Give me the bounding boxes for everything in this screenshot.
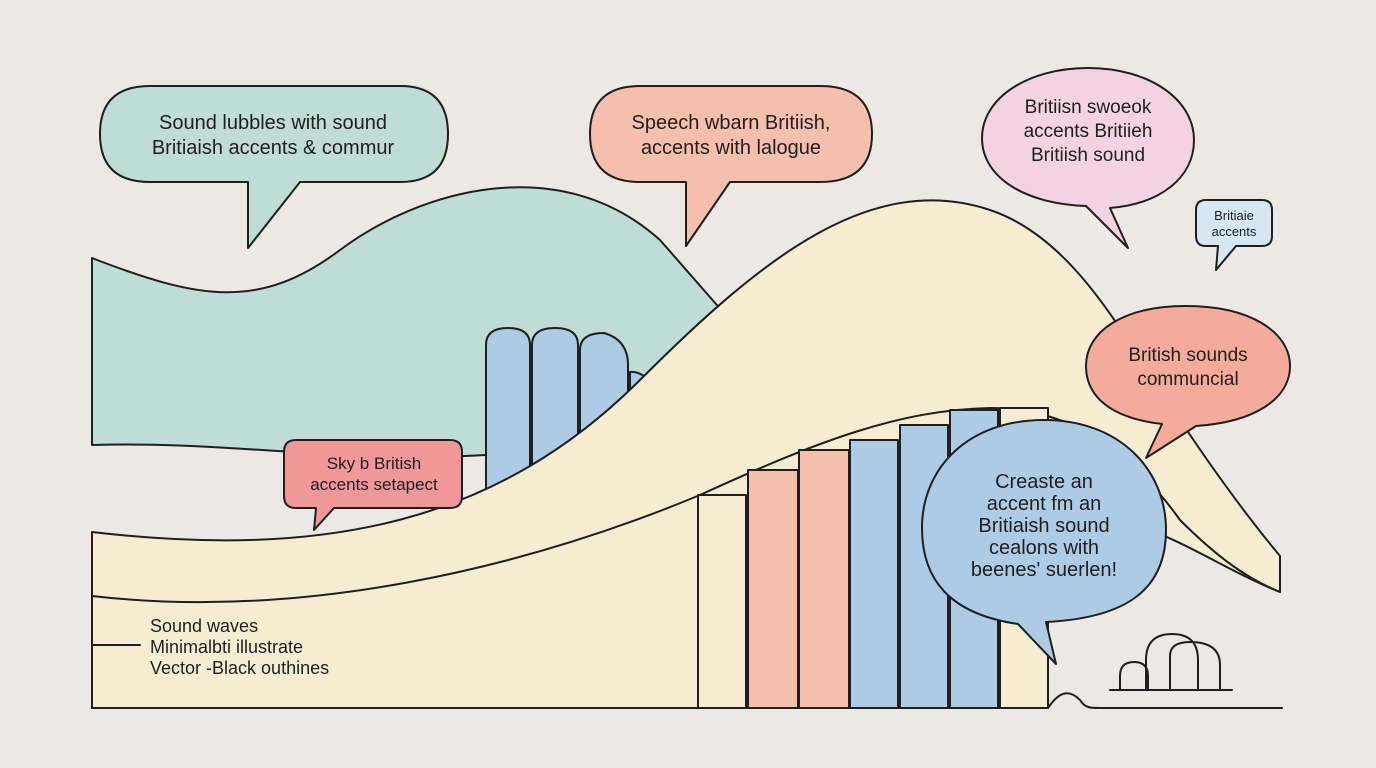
- legend-line-2: Minimalbti illustrate: [150, 637, 304, 657]
- arches-icon: [1109, 633, 1233, 691]
- salmon-bars: [747, 449, 850, 709]
- bubble-text-line: Britiisn swoeok: [1024, 97, 1152, 119]
- bubble-text-line: Britiaish accents & commur: [151, 137, 395, 159]
- bubble-text-line: Creaste an: [995, 471, 1093, 493]
- speech-bubble-peach: Speech wbarn Britiish, accents with lalo…: [600, 108, 862, 164]
- speech-bubble-red: Sky b British accents setapect: [288, 448, 460, 500]
- bubble-text-line: Sky b British: [326, 453, 422, 473]
- bubble-text-line: Speech wbarn Britiish,: [631, 112, 831, 134]
- speech-bubble-pink: Britiisn swoeok accents Britiieh Britiis…: [990, 94, 1186, 170]
- speech-bubble-big-blue: Creaste an accent fm an Britiaish sound …: [930, 466, 1158, 586]
- bubble-text-line: Britiish sound: [1030, 144, 1146, 166]
- big-blue-bubble-shape: [921, 419, 1167, 665]
- baseline: [91, 692, 1283, 709]
- bubble-text-line: Sound lubbles with sound: [159, 112, 387, 134]
- bubble-text-line: British sounds: [1128, 345, 1248, 367]
- bubble-text-line: accents with lalogue: [640, 137, 822, 159]
- bubble-text-line: accents: [1211, 224, 1257, 239]
- coral-bubble-shape: [1085, 305, 1291, 459]
- bubble-text-line: Britiaie: [1214, 207, 1254, 223]
- bubble-text-line: accent fm an: [986, 493, 1102, 515]
- bubble-text-line: accents setapect: [310, 475, 438, 494]
- bubble-text-line: cealons with: [988, 537, 1100, 559]
- peach-bubble-shape: [589, 85, 873, 247]
- bubble-text-line: beenes' suerlen!: [970, 559, 1118, 581]
- teal-bubble-shape: [99, 85, 449, 249]
- red-bubble-shape: [283, 439, 463, 531]
- legend-line-1: Sound waves: [150, 616, 259, 636]
- bubble-text-line: accents Britiieh: [1023, 121, 1153, 143]
- legend-line-3: Vector -Black outhines: [150, 658, 330, 678]
- pink-bubble-shape: [981, 67, 1195, 249]
- speech-bubble-teal: Sound lubbles with sound Britiaish accen…: [118, 108, 428, 164]
- speech-bubble-coral: British sounds communcial: [1096, 340, 1280, 396]
- bubble-text-line: Britiaish sound: [978, 515, 1110, 537]
- small-blue-bubble-shape: [1195, 199, 1273, 271]
- lower-wave-line: [91, 407, 1281, 604]
- speech-bubble-small-blue: Britiaie accents: [1198, 204, 1270, 244]
- bubble-text-line: communcial: [1137, 369, 1239, 390]
- legend-caption: Sound waves Minimalbti illustrate Vector…: [150, 616, 329, 679]
